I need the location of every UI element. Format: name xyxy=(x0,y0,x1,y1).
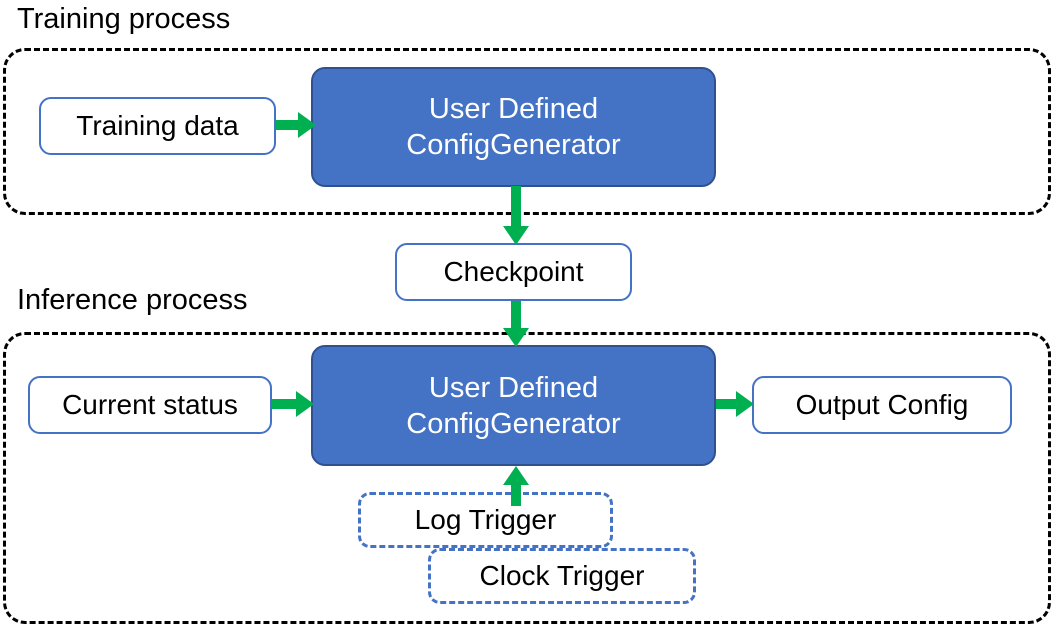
node-output-config[interactable]: Output Config xyxy=(752,376,1012,434)
training-process-container xyxy=(3,48,1051,215)
generator-label-line2: ConfigGenerator xyxy=(406,407,621,440)
arrow-current-status-to-generator xyxy=(272,391,314,417)
generator-label-line1: User Defined xyxy=(428,93,599,125)
arrow-generator-to-checkpoint xyxy=(503,186,529,245)
node-clock-trigger[interactable]: Clock Trigger xyxy=(428,548,696,604)
node-training-data[interactable]: Training data xyxy=(39,97,276,155)
arrow-generator-to-output-config xyxy=(716,391,754,417)
generator-label-line2: ConfigGenerator xyxy=(406,129,621,161)
inference-process-container xyxy=(3,332,1051,624)
arrow-triggers-to-generator xyxy=(503,466,529,506)
node-training-config-generator[interactable]: User Defined ConfigGenerator xyxy=(311,67,716,187)
node-training-config-generator-text: User Defined ConfigGenerator xyxy=(406,91,620,163)
node-log-trigger[interactable]: Log Trigger xyxy=(358,492,613,548)
node-current-status[interactable]: Current status xyxy=(28,376,272,434)
arrow-training-data-to-generator xyxy=(276,112,316,138)
arrow-checkpoint-to-generator xyxy=(503,300,529,347)
node-checkpoint[interactable]: Checkpoint xyxy=(395,243,632,301)
section-title-inference: Inference process xyxy=(17,284,248,316)
node-inference-config-generator[interactable]: User Defined ConfigGenerator xyxy=(311,345,716,466)
node-inference-config-generator-text: User Defined ConfigGenerator xyxy=(406,370,620,442)
section-title-training: Training process xyxy=(17,3,231,35)
generator-label-line1: User Defined xyxy=(428,371,599,404)
